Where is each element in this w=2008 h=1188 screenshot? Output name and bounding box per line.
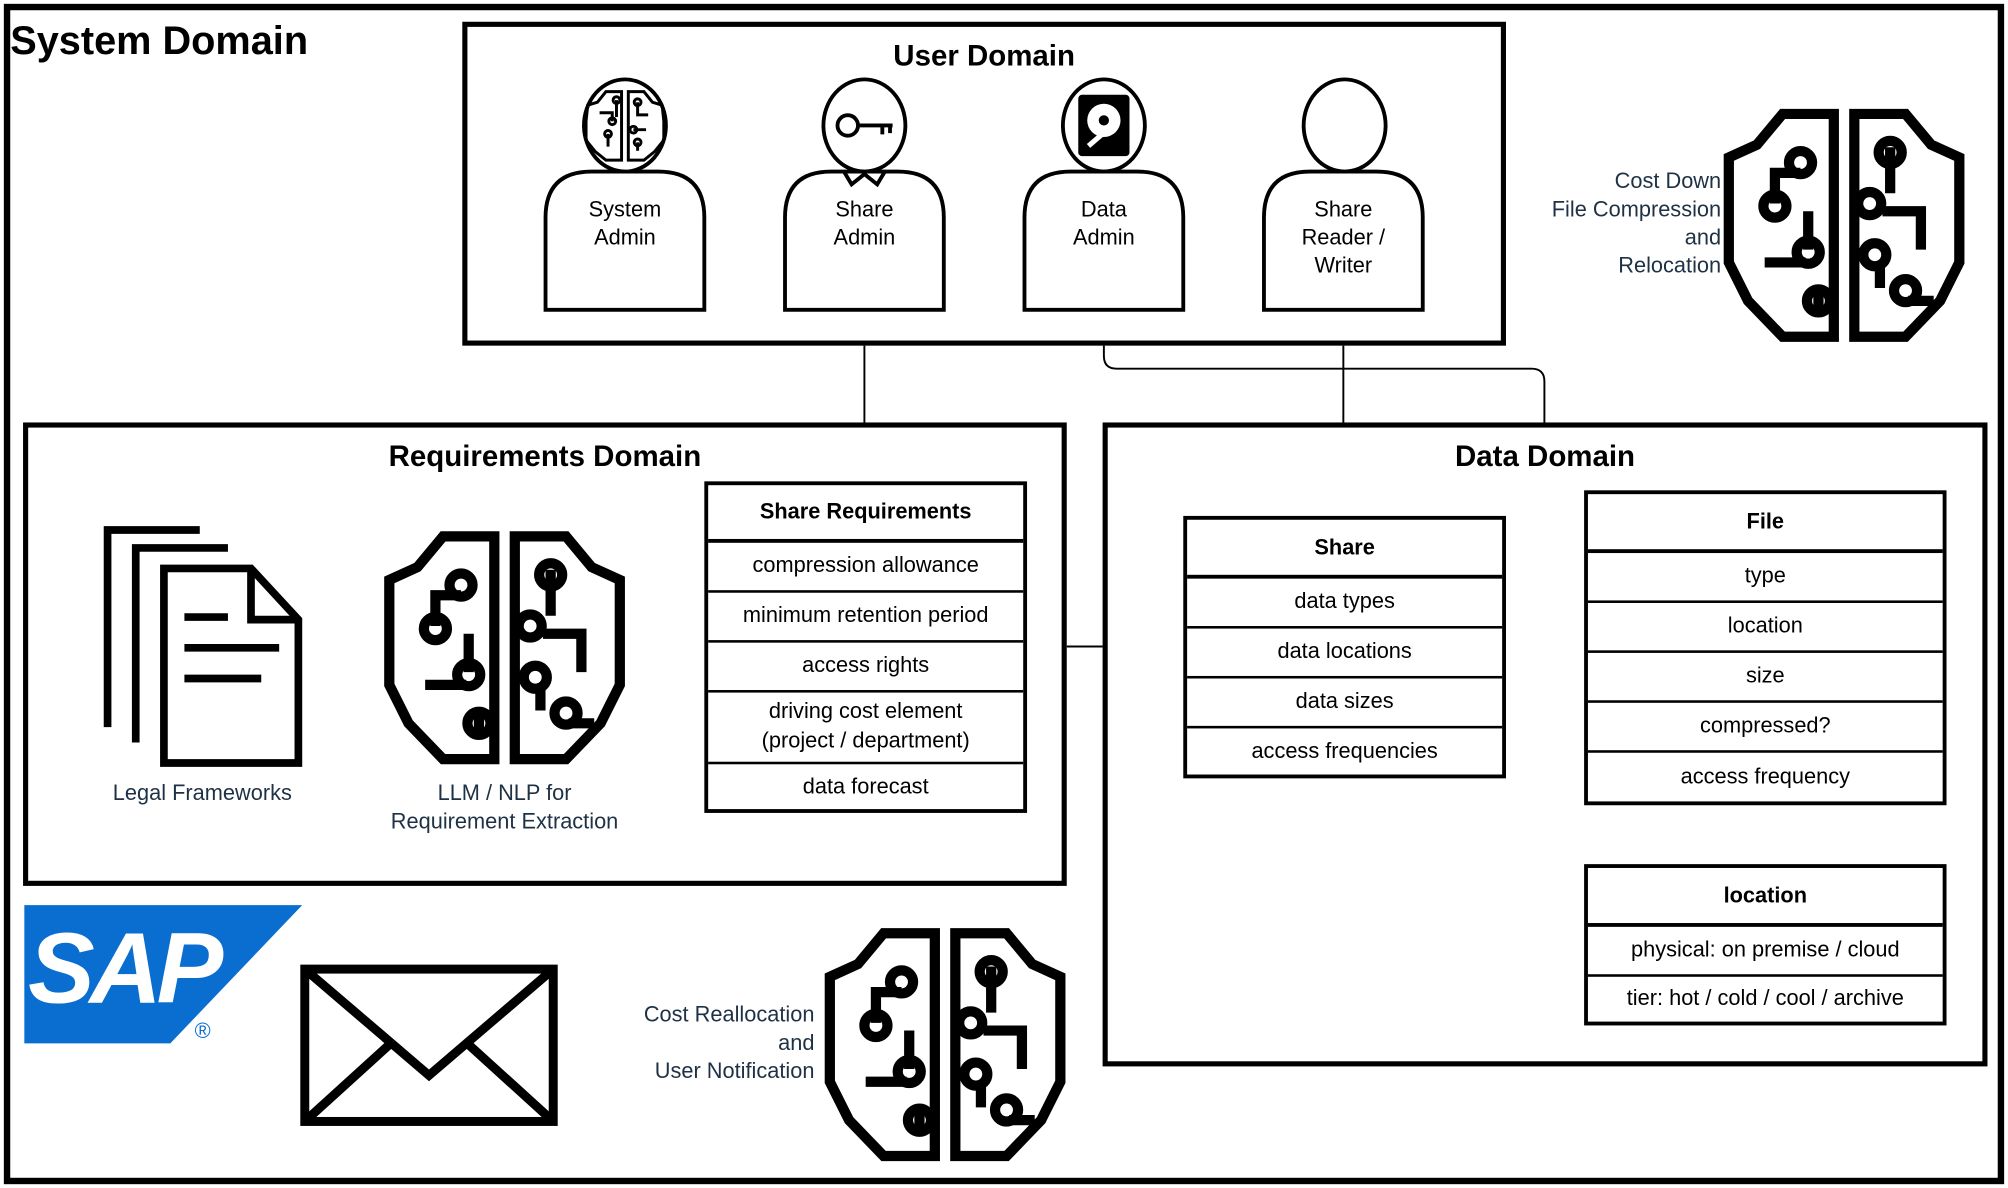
persona-label-data-admin: Data Admin [1073, 197, 1135, 250]
entity-row: data forecast [802, 773, 929, 799]
sap-logo-shape [24, 905, 303, 1044]
envelope-icon [300, 964, 558, 1126]
brain-circuit-icon [584, 90, 666, 162]
entity-row: size [1587, 653, 1943, 703]
share-title: Share [1187, 520, 1503, 579]
persona-label-system-admin: System Admin [588, 197, 662, 250]
sap-registered-mark: ® [194, 1019, 211, 1044]
entity-row: type [1587, 553, 1943, 603]
entity-row: minimum retention period [708, 593, 1024, 643]
entity-row: access frequencies [1251, 738, 1438, 763]
persona-label-reader-writer: Share Reader / Writer [1301, 197, 1386, 278]
entity-row: data sizes [1187, 679, 1503, 729]
persona-head-reader-writer [1301, 77, 1388, 174]
share-requirements-entity: Share Requirements compression allowance… [704, 481, 1028, 813]
entity-row: driving cost element (project / departme… [708, 693, 1024, 765]
entity-row: compression allowance [708, 543, 1024, 593]
persona-body-data-admin [1022, 169, 1186, 312]
cost-reallocation-caption: Cost Reallocation and User Notification [643, 1002, 815, 1084]
llm-caption: LLM / NLP for Requirement Extraction [390, 780, 619, 834]
file-title: File [1587, 494, 1943, 554]
entity-row: physical: on premise / cloud [1587, 927, 1943, 977]
brain-circuit-icon [384, 531, 625, 765]
connector-dataadmin-datadomain [1102, 309, 1546, 426]
entity-row: compressed? [1587, 703, 1943, 753]
persona-head-system-admin [582, 77, 668, 174]
persona-label-share-admin: Share Admin [833, 197, 896, 250]
persona-body-system-admin [543, 169, 707, 312]
entity-row: location [1587, 603, 1943, 653]
brain-circuit-icon [1723, 108, 1965, 342]
location-title: location [1587, 868, 1943, 927]
requirements-domain-title: Requirements Domain [388, 439, 702, 473]
key-icon [835, 113, 893, 188]
share-entity: Share data types data locations data siz… [1183, 515, 1506, 779]
brain-circuit-icon [824, 928, 1066, 1162]
entity-row: tier: hot / cold / cool / archive [1626, 985, 1904, 1011]
entity-row: data types [1187, 579, 1503, 629]
persona-body-reader-writer [1262, 169, 1425, 312]
legal-frameworks-caption: Legal Frameworks [112, 780, 292, 806]
system-domain-title: System Domain [10, 17, 309, 63]
user-domain-title: User Domain [893, 38, 1075, 72]
entity-row: access rights [708, 643, 1024, 693]
sap-logo-text: SAP [28, 911, 223, 1025]
data-domain-title: Data Domain [1455, 439, 1636, 473]
bowtie-icon [842, 170, 887, 188]
cost-down-caption: Cost Down File Compression and Relocatio… [1551, 168, 1722, 278]
share-requirements-title: Share Requirements [708, 485, 1024, 543]
location-entity: location physical: on premise / cloud ti… [1584, 864, 1947, 1026]
hard-drive-icon [1078, 94, 1130, 157]
file-entity: File type location size compressed? acce… [1584, 490, 1947, 806]
persona-body-share-admin [783, 169, 946, 312]
documents-icon [103, 526, 303, 767]
entity-row: access frequency [1680, 763, 1851, 789]
entity-row: data locations [1187, 629, 1503, 679]
